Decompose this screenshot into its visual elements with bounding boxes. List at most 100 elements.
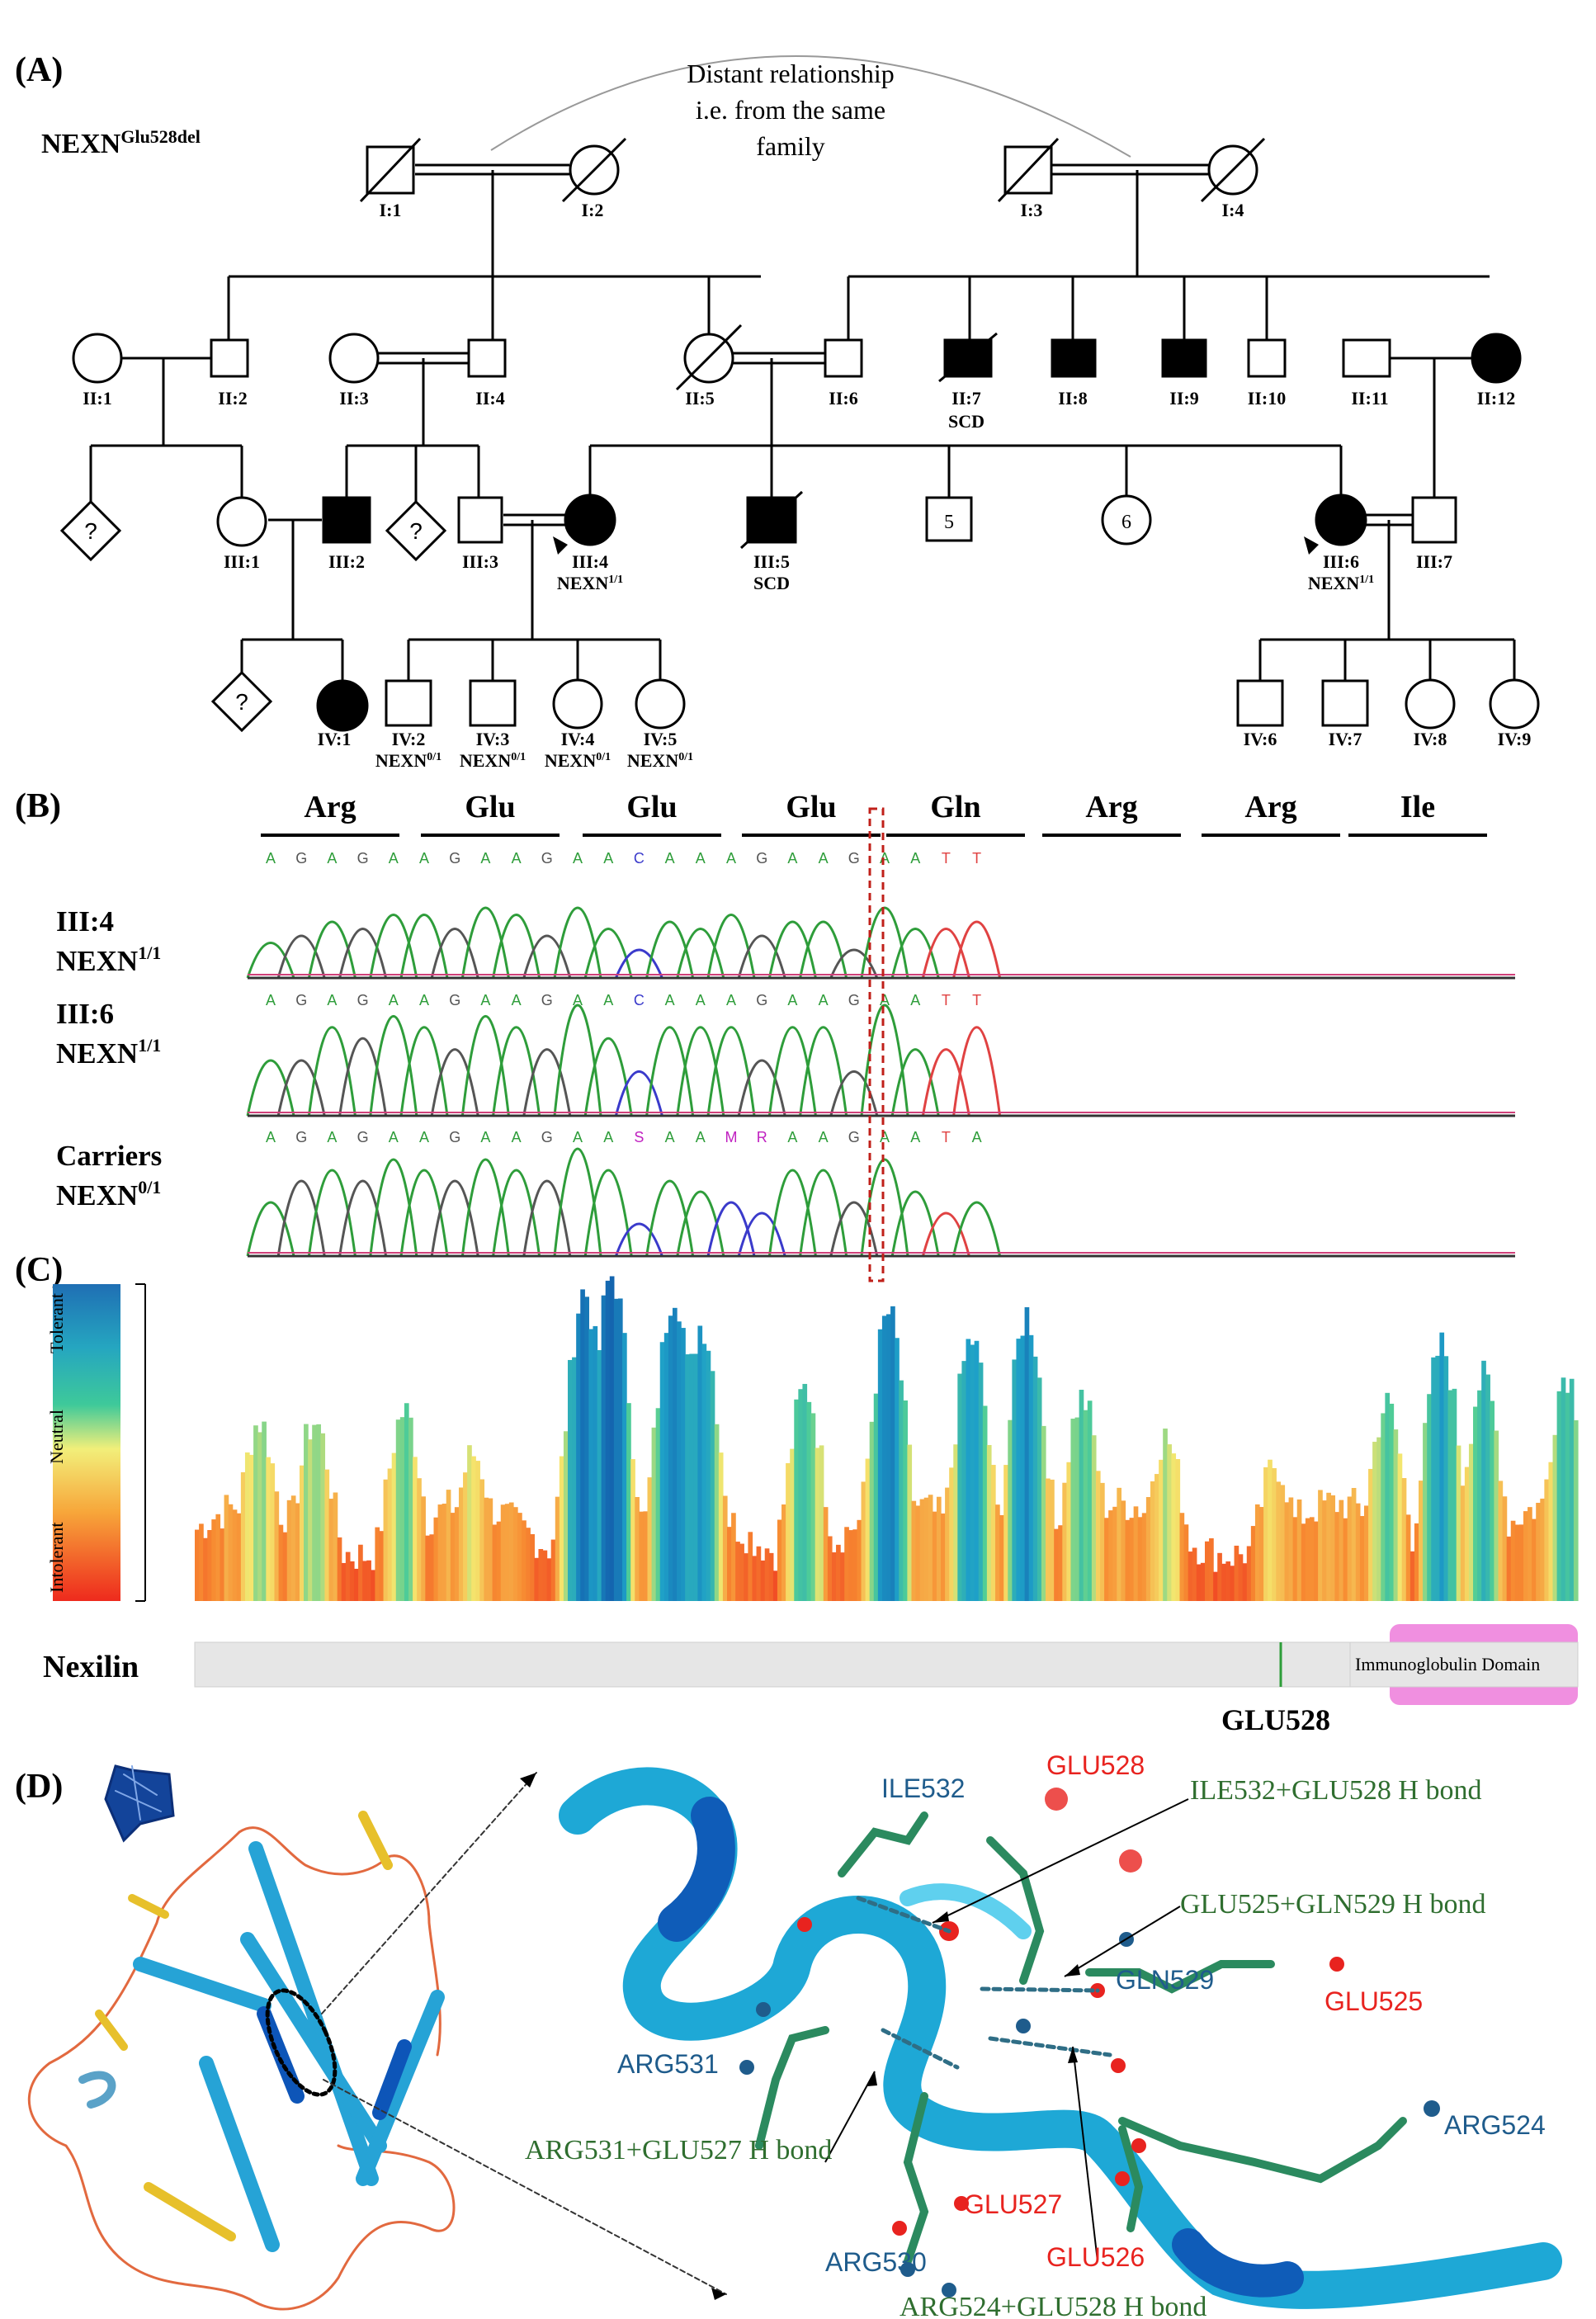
individual-ii12 bbox=[1471, 333, 1522, 384]
individual-ii1 bbox=[72, 333, 123, 384]
individual-iv6 bbox=[1236, 679, 1284, 727]
tolerance-bar bbox=[580, 1289, 585, 1601]
tolerance-bar bbox=[1544, 1479, 1550, 1601]
codon-2: Glu bbox=[626, 790, 677, 824]
individual-ii5 bbox=[675, 324, 743, 391]
tolerance-bar bbox=[358, 1544, 363, 1601]
label-ii1: II:1 bbox=[83, 388, 111, 409]
tolerance-bar bbox=[224, 1495, 229, 1601]
tolerance-bar bbox=[240, 1471, 246, 1601]
base-letter: A bbox=[726, 850, 736, 867]
tolerance-bar bbox=[1050, 1479, 1055, 1601]
trace-peak bbox=[676, 1190, 725, 1257]
tolerance-bar bbox=[1272, 1468, 1277, 1601]
tolerance-color-scale bbox=[53, 1284, 120, 1601]
label-iv2: IV:2 bbox=[392, 729, 426, 749]
tolerance-bar bbox=[1368, 1468, 1373, 1601]
tolerance-bar bbox=[538, 1549, 544, 1601]
trace-peak bbox=[676, 1026, 725, 1117]
base-letter: M bbox=[725, 1129, 738, 1145]
tolerance-bar bbox=[496, 1521, 502, 1601]
trace-peak bbox=[276, 1179, 326, 1257]
tolerance-bar bbox=[203, 1537, 208, 1601]
individual-i1 bbox=[359, 137, 422, 203]
tolerance-bar bbox=[375, 1527, 380, 1601]
tolerance-bar bbox=[1196, 1564, 1202, 1601]
label-ii10: II:10 bbox=[1248, 388, 1286, 409]
tolerance-bar bbox=[584, 1296, 590, 1601]
tolerance-bar bbox=[1456, 1445, 1461, 1601]
individual-iii5 bbox=[739, 490, 804, 550]
base-letter: A bbox=[327, 992, 337, 1008]
tolerance-bar bbox=[752, 1556, 758, 1601]
individual-unknown-2: ? bbox=[385, 499, 447, 562]
tolerance-bar bbox=[869, 1421, 875, 1601]
panel-label-b: (B) bbox=[15, 787, 61, 825]
tolerance-bar bbox=[1024, 1307, 1030, 1601]
tolerance-bar bbox=[266, 1457, 272, 1601]
tolerance-bar bbox=[990, 1465, 996, 1601]
tolerance-bar bbox=[1125, 1519, 1131, 1601]
hbond-arrows bbox=[824, 1798, 1189, 2262]
tolerance-bar bbox=[1532, 1518, 1537, 1601]
genotype-iv4: NEXN0/1 bbox=[545, 750, 611, 771]
base-letter: A bbox=[910, 1129, 920, 1145]
tolerance-bar bbox=[522, 1520, 526, 1601]
individual-group-5: 5 bbox=[925, 496, 973, 542]
tolerance-bar bbox=[668, 1315, 673, 1601]
tolerance-bar bbox=[1518, 1524, 1524, 1601]
tolerance-bar bbox=[899, 1380, 904, 1601]
tolerance-bar bbox=[1292, 1517, 1298, 1601]
trace-peak bbox=[430, 1048, 479, 1117]
label-iv4: IV:4 bbox=[561, 729, 595, 749]
note-iii5-scd: SCD bbox=[753, 573, 790, 593]
tolerance-bar bbox=[622, 1333, 627, 1601]
individual-iii7 bbox=[1411, 496, 1457, 544]
tolerance-bar bbox=[1419, 1481, 1424, 1601]
tolerance-bar bbox=[722, 1495, 728, 1601]
residue-arg531: ARG531 bbox=[617, 2049, 719, 2079]
tolerance-bar bbox=[1305, 1518, 1310, 1601]
trace-peak bbox=[246, 1059, 295, 1117]
tolerance-bar bbox=[1468, 1443, 1474, 1601]
tolerance-bar bbox=[526, 1528, 531, 1601]
tolerance-bar bbox=[1506, 1536, 1512, 1601]
label-ii9: II:9 bbox=[1169, 388, 1198, 409]
trace-peak bbox=[615, 948, 663, 979]
base-letter: A bbox=[696, 1129, 706, 1145]
tolerance-bar bbox=[366, 1560, 371, 1601]
tolerance-bar bbox=[593, 1325, 598, 1601]
tolerance-bar bbox=[408, 1417, 413, 1601]
tolerance-bar bbox=[1447, 1390, 1453, 1601]
sample-genotype-1: NEXN1/1 bbox=[56, 942, 161, 977]
base-letter: G bbox=[848, 992, 860, 1008]
individual-iii1 bbox=[216, 496, 267, 547]
tolerance-bar bbox=[475, 1461, 480, 1601]
tolerance-bar bbox=[861, 1481, 866, 1601]
individual-ii6 bbox=[824, 338, 863, 378]
label-iii6: III:6 bbox=[1323, 551, 1359, 572]
tolerance-bar bbox=[345, 1552, 351, 1601]
label-iii4: III:4 bbox=[572, 551, 608, 572]
label-iv7: IV:7 bbox=[1329, 729, 1362, 749]
label-iii7: III:7 bbox=[1416, 551, 1452, 572]
tolerance-bar bbox=[932, 1511, 937, 1601]
tolerance-bar bbox=[341, 1562, 347, 1601]
tolerance-bar bbox=[253, 1425, 258, 1601]
tolerance-bar bbox=[1254, 1504, 1260, 1601]
tolerance-bar bbox=[919, 1499, 925, 1601]
tolerance-bar bbox=[1561, 1377, 1566, 1601]
tolerance-bar bbox=[877, 1329, 883, 1601]
tolerance-bar bbox=[827, 1536, 833, 1601]
tolerance-bar bbox=[1485, 1374, 1490, 1601]
tolerance-bar bbox=[463, 1472, 468, 1601]
svg-text:?: ? bbox=[409, 518, 423, 544]
tolerance-bar bbox=[1155, 1474, 1159, 1601]
tolerance-bar bbox=[890, 1306, 895, 1601]
base-letter: A bbox=[665, 850, 675, 867]
tolerance-bar bbox=[1145, 1497, 1151, 1601]
protein-track bbox=[194, 1641, 1579, 1688]
tolerance-bar bbox=[714, 1424, 720, 1601]
tolerance-bar bbox=[706, 1350, 711, 1601]
tolerance-bar bbox=[655, 1408, 661, 1601]
